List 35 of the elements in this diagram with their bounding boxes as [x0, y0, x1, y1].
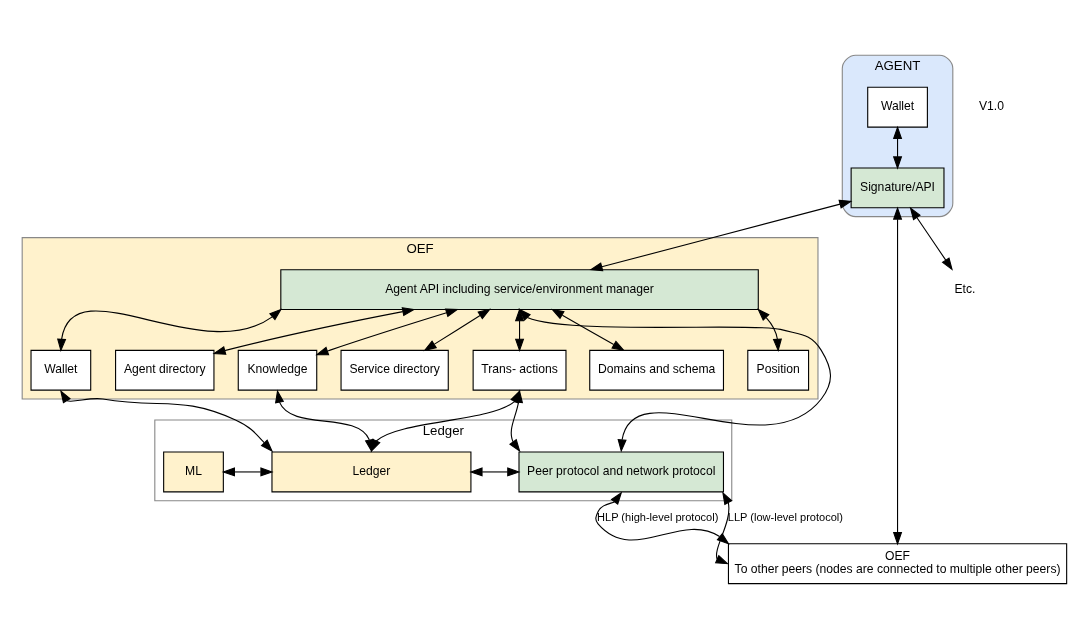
arrow — [518, 307, 832, 453]
label: V1.0 — [979, 98, 1004, 113]
arrow — [212, 306, 416, 355]
node-box: Wallet — [30, 349, 92, 391]
edge-label: HLP (high-level protocol) — [597, 510, 719, 523]
edge-label: LLP (low-level protocol) — [727, 510, 843, 523]
arrow — [57, 307, 283, 352]
node-box: Trans- actions — [472, 349, 567, 391]
node-box: ML — [163, 451, 224, 492]
arrow — [892, 125, 903, 170]
arrow — [892, 205, 903, 545]
node-text: Etc. — [954, 281, 976, 296]
arrow — [714, 490, 733, 564]
arrow — [595, 491, 730, 545]
node-box: Ledger — [271, 451, 472, 492]
arrow — [469, 466, 521, 477]
node-box: Agent API including service/environment manager — [280, 268, 759, 310]
arrow — [550, 308, 626, 351]
arrow — [589, 199, 853, 271]
node-box: Domains and schema — [589, 349, 725, 391]
node-box: Knowledge — [237, 349, 318, 391]
arrow — [909, 206, 953, 271]
node-box: Service directory — [340, 349, 449, 391]
arrow — [221, 466, 274, 477]
arrow — [315, 307, 459, 355]
node-box: Peer protocol and network protocol — [518, 451, 725, 492]
arrow — [757, 307, 783, 352]
arrow — [514, 307, 525, 352]
arrow — [60, 389, 274, 452]
node-box: OEF To other peers (nodes are connected to multiple other peers) — [727, 542, 1068, 584]
node-box: Position — [747, 349, 810, 391]
node-box: Agent directory — [115, 349, 215, 391]
node-box: Wallet — [867, 86, 928, 128]
node-box: Signature/API — [850, 166, 945, 208]
arrow — [423, 308, 492, 351]
